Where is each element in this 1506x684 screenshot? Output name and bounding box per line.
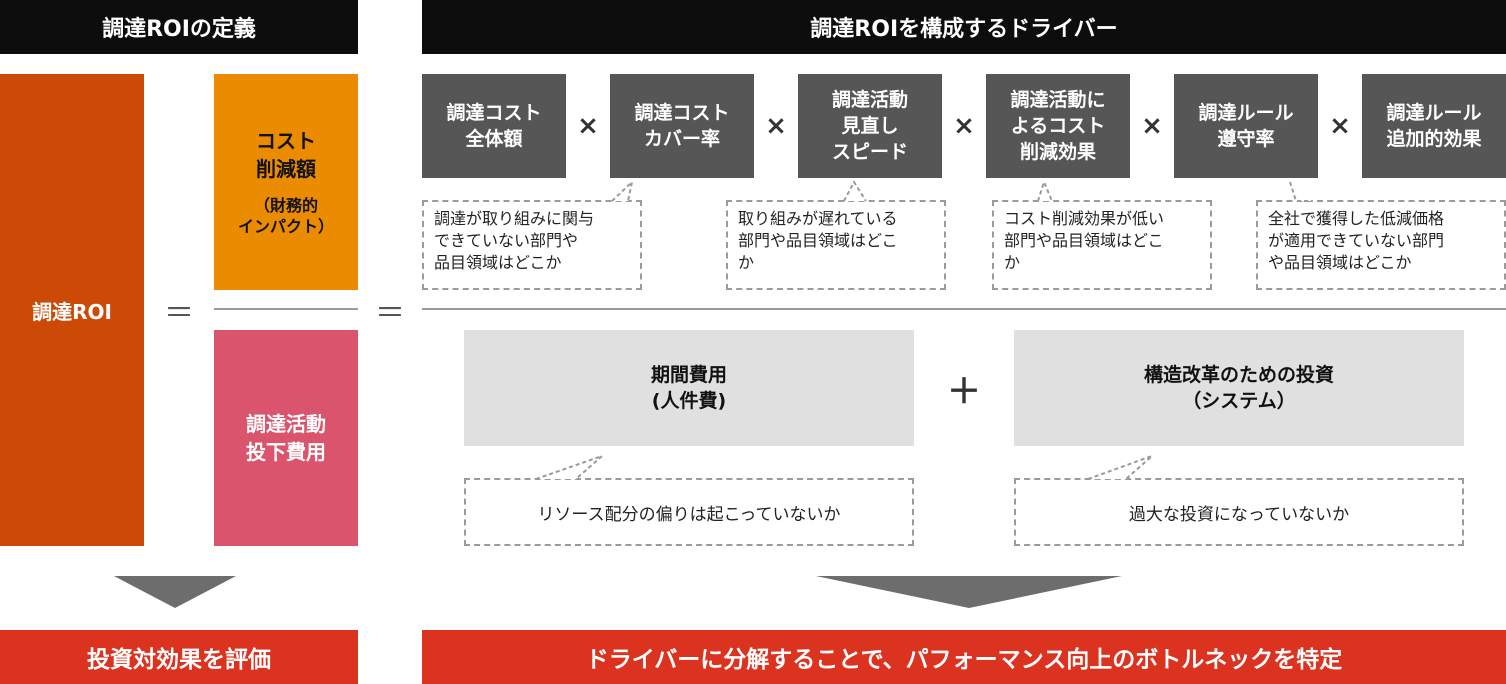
left-header: 調達ROIの定義 [0, 0, 358, 54]
investment-note-tail [1087, 455, 1153, 480]
left-down-arrow [114, 576, 236, 608]
cost-reduction-label: コスト 削減額 [256, 129, 316, 181]
multiply-sign-4: × [1141, 111, 1163, 141]
multiply-sign-5: × [1329, 111, 1351, 141]
fraction-line [214, 308, 358, 310]
driver-note-4: 全社で獲得した低減価格 が適用できていない部門 や品目領域はどこか [1256, 200, 1506, 290]
cost-reduction-sublabel: （財務的 インパクト） [237, 196, 334, 236]
right-footer: ドライバーに分解することで、パフォーマンス向上のボトルネックを特定 [422, 630, 1506, 684]
driver-review-speed: 調達活動 見直し スピード [798, 74, 942, 178]
roi-block: 調達ROI [0, 74, 144, 546]
driver-total-cost: 調達コスト 全体額 [422, 74, 566, 178]
note-4-tail [1289, 181, 1312, 202]
equals-sign-right: ＝ [375, 296, 405, 331]
note-2-tail [843, 180, 867, 202]
driver-note-1: 調達が取り組みに関与 できていない部門や 品目領域はどこか [422, 200, 642, 290]
activity-spend-block: 調達活動 投下費用 [214, 330, 358, 546]
multiply-sign-2: × [765, 111, 787, 141]
right-header: 調達ROIを構成するドライバー [422, 0, 1506, 54]
investment-note: 過大な投資になっていないか [1014, 478, 1464, 546]
cost-reduction-block: コスト 削減額 （財務的 インパクト） [214, 74, 358, 290]
driver-note-2: 取り組みが遅れている 部門や品目領域はどこ か [726, 200, 946, 290]
right-down-arrow [816, 576, 1122, 608]
driver-reduction-effect: 調達活動に よるコスト 削減効果 [986, 74, 1130, 178]
driver-note-3: コスト削減効果が低い 部門や品目領域はどこ か [992, 200, 1212, 290]
multiply-sign-3: × [953, 111, 975, 141]
plus-sign: ＋ [947, 371, 981, 412]
period-cost-note: リソース配分の偏りは起こっていないか [464, 478, 914, 546]
period-cost-box: 期間費用 (人件費) [464, 330, 914, 446]
equals-sign-left: ＝ [164, 296, 194, 331]
driver-cost-coverage: 調達コスト カバー率 [610, 74, 754, 178]
driver-rule-additional-effect: 調達ルール 追加的効果 [1362, 74, 1506, 178]
period-note-tail [535, 455, 603, 480]
drivers-fraction-line [422, 308, 1506, 310]
note-1-tail [611, 179, 634, 202]
multiply-sign-1: × [577, 111, 599, 141]
left-footer: 投資対効果を評価 [0, 630, 358, 684]
investment-box: 構造改革のための投資 （システム） [1014, 330, 1464, 446]
driver-rule-compliance: 調達ルール 遵守率 [1174, 74, 1318, 178]
note-3-tail [1037, 179, 1053, 202]
